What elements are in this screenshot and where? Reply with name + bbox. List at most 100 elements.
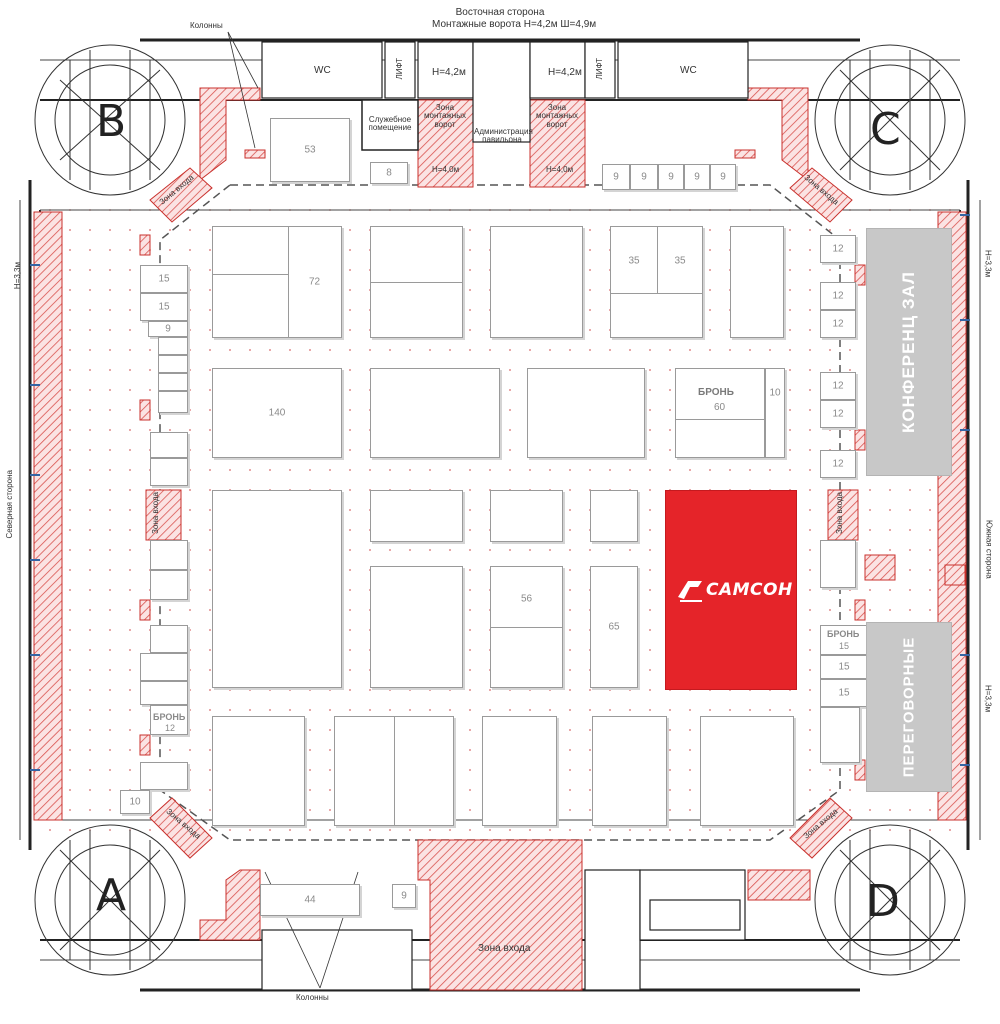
top-rooms	[261, 41, 749, 151]
booth-right-15b[interactable]: 15	[820, 655, 868, 679]
wall-markers	[30, 214, 970, 771]
height-left-label: Н=4,2м	[432, 67, 466, 78]
booth-left-15b[interactable]: 15	[140, 293, 188, 321]
booth-row2-col3[interactable]	[527, 368, 645, 458]
booth-left-12[interactable]: БРОНЬ 12	[150, 705, 188, 735]
booth-right-12b[interactable]: 12	[820, 282, 856, 310]
booth-left-10[interactable]: 10	[120, 790, 150, 814]
conference-hall[interactable]: КОНФЕРЕНЦ ЗАЛ	[866, 228, 952, 476]
booth-right-12b-number: 12	[832, 290, 844, 302]
booth-65[interactable]: 65	[590, 566, 638, 688]
booth-row1-col3[interactable]	[490, 226, 583, 338]
samson-logo-text: САМСОН	[706, 580, 793, 600]
lift-right-label: ЛИФТ	[595, 58, 604, 80]
booth-left-s1[interactable]	[158, 337, 188, 355]
booth-left-s2[interactable]	[158, 355, 188, 373]
booth-right-12a-number: 12	[832, 243, 844, 255]
booth-60-divider	[676, 419, 764, 420]
booth-right-12d-number: 12	[832, 380, 844, 392]
booth-9-3-number: 9	[668, 171, 674, 183]
meeting-rooms-label: ПЕРЕГОВОРНЫЕ	[900, 636, 918, 778]
booth-72-divider-h	[213, 274, 288, 275]
corner-label-c: C	[870, 104, 901, 155]
booth-right-15b-number: 15	[838, 661, 850, 673]
booth-row3-small-c[interactable]	[590, 490, 638, 542]
h-small-left-label: Н=4,0м	[432, 165, 460, 174]
booth-9-4[interactable]: 9	[684, 164, 710, 190]
booth-row1-col2[interactable]	[370, 226, 463, 338]
booth-right-12f[interactable]: 12	[820, 450, 856, 478]
booth-row1-col5[interactable]	[730, 226, 784, 338]
meeting-rooms[interactable]: ПЕРЕГОВОРНЫЕ	[866, 622, 952, 792]
booth-left-s12[interactable]	[140, 762, 188, 790]
gates-note-label: Монтажные ворота Н=4,2м Ш=4,9м	[432, 19, 597, 30]
booth-65-number: 65	[608, 621, 620, 633]
booth-right-12c[interactable]: 12	[820, 310, 856, 338]
booth-140-number: 140	[268, 407, 286, 419]
booth-row2-col2[interactable]	[370, 368, 500, 458]
booth-10-top[interactable]: 10	[765, 368, 785, 458]
corner-tower-se	[814, 824, 966, 976]
columns-label-bottom: Колонны	[296, 993, 329, 1002]
booth-row4-col5[interactable]	[700, 716, 794, 826]
booth-left-s7[interactable]	[150, 540, 188, 570]
booth-row4-col3[interactable]	[482, 716, 557, 826]
booth-right-15a[interactable]: БРОНЬ 15	[820, 625, 868, 655]
booth-right-12d[interactable]: 12	[820, 372, 856, 400]
south-side-label: Южная сторона	[984, 520, 994, 579]
booth-right-12a[interactable]: 12	[820, 235, 856, 263]
booth-left-s9[interactable]	[150, 625, 188, 653]
booth-left-s5[interactable]	[150, 432, 188, 458]
booth-9-5[interactable]: 9	[710, 164, 736, 190]
booth-left-s3[interactable]	[158, 373, 188, 391]
booth-72-number: 72	[308, 276, 321, 288]
booth-9-3[interactable]: 9	[658, 164, 684, 190]
admin-room-label: Администрация павильона	[474, 127, 533, 145]
gate-zone-right-label: Зона монтажных ворот	[536, 103, 578, 129]
booth-right-15a-number: 15	[839, 641, 850, 651]
booth-right-15c-number: 15	[838, 687, 850, 699]
booth-44-number: 44	[304, 894, 316, 906]
booth-140[interactable]: 140	[212, 368, 342, 458]
booth-row4-col2[interactable]	[334, 716, 454, 826]
booth-row3-small-b[interactable]	[490, 490, 563, 542]
booth-9-bottom[interactable]: 9	[392, 884, 416, 908]
booth-60[interactable]: БРОНЬ 60	[675, 368, 765, 458]
booth-53[interactable]: 53	[270, 118, 350, 182]
booth-right-s2[interactable]	[820, 707, 860, 763]
booth-8[interactable]: 8	[370, 162, 408, 184]
booth-left-15a[interactable]: 15	[140, 265, 188, 293]
service-room-label: Служебное помещение	[368, 115, 412, 133]
booth-35-1-number: 35	[628, 255, 640, 267]
booth-right-15c[interactable]: 15	[820, 679, 868, 707]
booth-row4-col1[interactable]	[212, 716, 305, 826]
booth-row3-col2[interactable]	[370, 566, 463, 688]
booth-56[interactable]: 56	[490, 566, 563, 688]
booth-left-s10[interactable]	[140, 653, 188, 681]
booth-left-9[interactable]: 9	[148, 321, 188, 337]
booth-left-s6[interactable]	[150, 458, 188, 486]
booth-left-s4[interactable]	[158, 391, 188, 413]
entrance-zone-south-label: Зона входа	[478, 943, 531, 954]
h-left-label: Н=3,3м	[13, 262, 22, 290]
booth-row3-small-a[interactable]	[370, 490, 463, 542]
conference-hall-label: КОНФЕРЕНЦ ЗАЛ	[899, 271, 918, 433]
booth-left-s8[interactable]	[150, 570, 188, 600]
booth-9-1-number: 9	[613, 171, 619, 183]
entrance-zone-east-label: Зона входа	[835, 492, 844, 534]
booth-44[interactable]: 44	[260, 884, 360, 916]
booth-72[interactable]: 72	[212, 226, 342, 338]
booth-35-divider-v	[657, 227, 658, 293]
booth-60-reserved-label: БРОНЬ	[698, 387, 734, 398]
booth-35-pair[interactable]: 35 35	[610, 226, 703, 338]
booth-row4-col4[interactable]	[592, 716, 667, 826]
h-small-right-label: Н=4,0м	[546, 165, 574, 174]
samson-logo-mark	[678, 581, 702, 602]
booth-left-s11[interactable]	[140, 681, 188, 705]
booth-9-2[interactable]: 9	[630, 164, 658, 190]
booth-9-1[interactable]: 9	[602, 164, 630, 190]
booth-row3-col1[interactable]	[212, 490, 342, 688]
booth-right-12e[interactable]: 12	[820, 400, 856, 428]
samson-booth[interactable]: САМСОН	[665, 490, 797, 690]
booth-right-s1[interactable]	[820, 540, 856, 588]
